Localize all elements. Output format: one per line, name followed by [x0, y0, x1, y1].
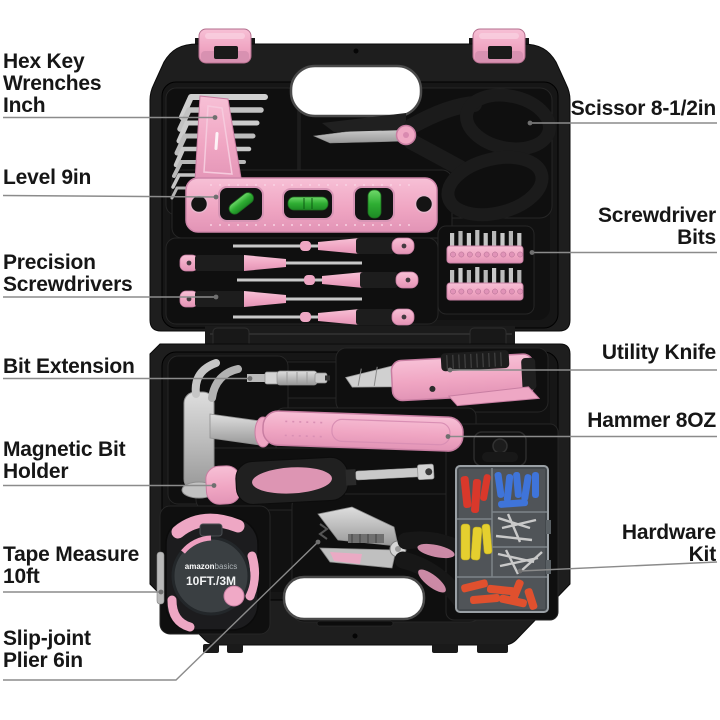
leader-hardware-kit [519, 561, 718, 572]
scissors-blade-black [322, 113, 406, 132]
tape-lock-button [199, 523, 223, 537]
lid-screw-hole [353, 48, 359, 54]
base-screw-hole [352, 633, 358, 639]
hardware-kit-box [455, 431, 551, 613]
callout-level: Level 9in [3, 166, 92, 189]
foot-tab [227, 644, 243, 653]
callout-magnetic-bit-holder: Magnetic Bit Holder [3, 438, 126, 483]
kit-yellow-anchors [460, 523, 493, 561]
callout-hammer: Hammer 8OZ [587, 409, 716, 432]
tape-belt-clip [156, 551, 165, 605]
tape-pink-strap [171, 513, 245, 539]
magnetic-bit-holder-tool [205, 456, 435, 505]
latch-left [198, 28, 252, 64]
base-slot [316, 620, 394, 627]
hex-key-set [170, 94, 268, 200]
leader-level [2, 194, 217, 198]
precision-screwdriver-set [179, 237, 419, 326]
leader-lines [2, 116, 718, 681]
tape-size-text: 10FT./3M [186, 574, 236, 588]
callout-slip-joint-plier: Slip-joint Plier 6in [3, 627, 91, 672]
callout-hex-key-wrenches: Hex Key Wrenches Inch [3, 50, 102, 117]
level-vial-horizontal [287, 196, 329, 211]
callout-screwdriver-bits: Screwdriver Bits [597, 204, 716, 249]
knife-slider [440, 350, 510, 372]
knife-end-cap [521, 357, 537, 391]
kit-blue-anchors [494, 471, 539, 508]
scissors-handle-lower [441, 150, 549, 222]
scissors-handle-upper [460, 88, 556, 156]
knife-clip [447, 386, 541, 407]
foot-tab [477, 644, 508, 653]
level-vial-angled [228, 192, 254, 215]
base-handle-cutout [282, 575, 426, 621]
kit-red-anchors [460, 474, 491, 514]
foot-tab [432, 644, 458, 653]
lid-handle-cutout [289, 64, 423, 118]
leader-slip-joint-plier [3, 541, 319, 681]
screwdriver-bit-trays [446, 230, 524, 301]
holder-grip-insert [252, 467, 332, 494]
tape-measure-tool: amazonbasics 10FT./3M [156, 513, 260, 632]
callout-scissor: Scissor 8-1/2in [570, 97, 716, 120]
level-vial-vertical [367, 189, 382, 219]
level-hole-left [189, 194, 209, 214]
callout-utility-knife: Utility Knife [601, 341, 716, 364]
kit-orange-anchors [461, 579, 538, 610]
callout-bit-extension: Bit Extension [3, 355, 135, 378]
hammer-handle [262, 410, 464, 452]
kit-screws-top [495, 513, 537, 543]
bit-tray-row2 [446, 267, 524, 301]
bit-extension-tool [247, 370, 330, 386]
latch-right [472, 28, 526, 64]
callout-hardware-kit: Hardware Kit [621, 521, 716, 566]
utility-knife-tool [345, 350, 541, 407]
bit-tray-row1 [446, 230, 524, 264]
scissors [312, 88, 556, 222]
kit-screws-bottom [497, 549, 543, 575]
leader-dots [158, 115, 535, 595]
tape-brand-text: amazonbasics [185, 562, 237, 571]
callout-tape-measure: Tape Measure 10ft [3, 543, 140, 588]
level-hole-right [414, 194, 434, 214]
bubble-level [185, 177, 438, 233]
hammer-claw [191, 359, 220, 398]
tape-thumb-button [223, 585, 245, 607]
hammer-tool [181, 359, 464, 499]
callout-precision-screwdrivers: Precision Screwdrivers [3, 251, 133, 296]
